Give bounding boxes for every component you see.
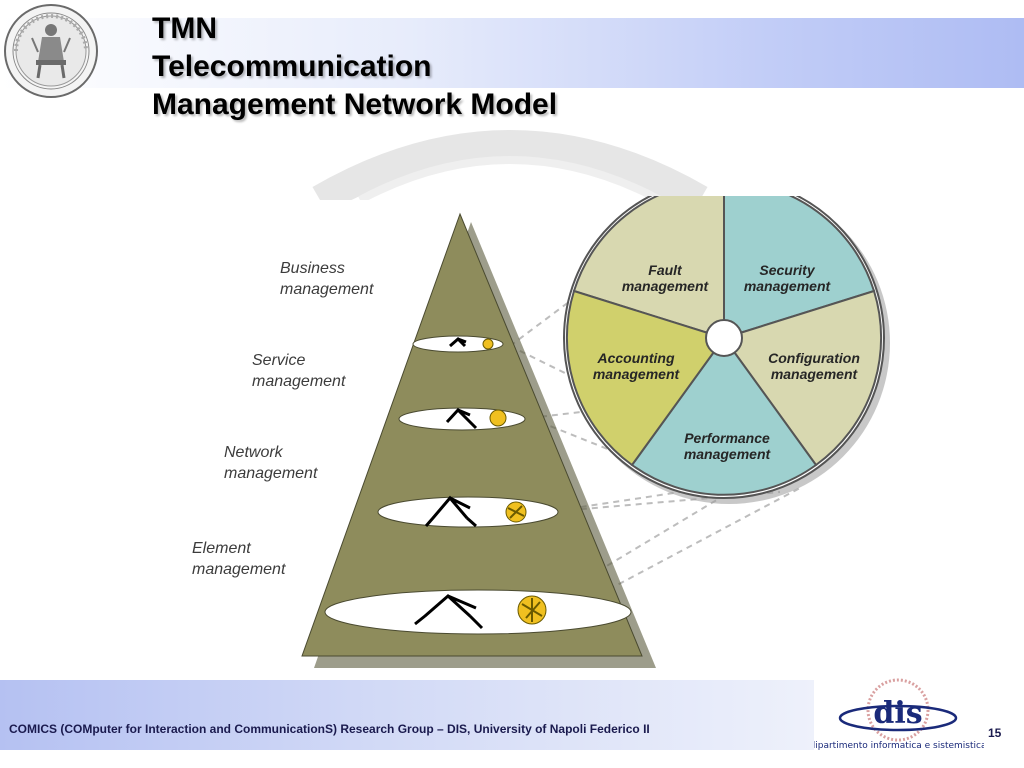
watermark-seal-icon	[300, 130, 720, 213]
wheel-label-line1: Accounting	[597, 350, 675, 366]
level-label-line1: Business	[280, 260, 345, 277]
title-line-2: Telecommunication	[152, 50, 432, 83]
level-label-line1: Element	[192, 540, 251, 557]
level-label-line2: management	[192, 561, 286, 578]
wheel-label-line2: management	[770, 366, 858, 382]
wheel-accounting-management: Accounting management	[576, 350, 696, 382]
network-element-slice	[377, 496, 559, 528]
element-base-slice	[324, 589, 632, 635]
dis-logo-icon: dis dipartimento informatica e sistemist…	[810, 678, 986, 751]
network-element-icon	[482, 338, 547, 625]
logo-mark: dis	[873, 696, 922, 731]
accounting-segment	[565, 289, 726, 467]
wheel-label-line2: management	[683, 446, 771, 462]
page-title: TMN Telecommunication Management Network…	[152, 10, 752, 124]
level-label-line2: management	[252, 373, 346, 390]
footer-credit: COMICS (COMputer for Interaction and Com…	[9, 722, 650, 736]
level-network-management: Network management	[224, 442, 317, 484]
wheel-fault-management: Fault management	[610, 262, 720, 294]
level-label-line1: Service	[252, 352, 306, 369]
wheel-label-line1: Configuration	[768, 350, 860, 366]
level-element-management: Element management	[192, 538, 285, 580]
configuration-segment	[722, 289, 883, 467]
level-label-line2: management	[224, 465, 318, 482]
title-band	[0, 18, 1024, 88]
wheel-label-line1: Fault	[648, 262, 682, 278]
wheel-label-line2: management	[621, 278, 709, 294]
wheel-label-line2: management	[592, 366, 680, 382]
network-tree-icon	[414, 336, 484, 630]
wheel-configuration-management: Configuration management	[754, 350, 874, 382]
wheel-performance-management: Performance management	[667, 430, 787, 462]
wheel-label-line1: Security	[759, 262, 815, 278]
title-line-1: TMN	[152, 12, 217, 45]
tmn-diagram: Business management Service management N…	[180, 196, 900, 676]
business-service-slice	[412, 335, 504, 353]
wheel-security-management: Security management	[732, 262, 842, 294]
logo-text: dipartimento informatica e sistemistica	[814, 741, 984, 750]
title-line-3: Management Network Model	[152, 88, 558, 121]
footer-band	[0, 680, 816, 750]
page-number: 15	[988, 726, 1002, 740]
level-label-line1: Network	[224, 444, 283, 461]
diagram-graphics	[301, 196, 890, 668]
level-label-line2: management	[280, 281, 374, 298]
performance-segment	[630, 336, 818, 496]
wheel-label-line1: Performance	[684, 430, 770, 446]
level-service-management: Service management	[252, 350, 345, 392]
level-business-management: Business management	[280, 258, 373, 300]
university-seal-icon	[2, 2, 100, 100]
wheel-label-line2: management	[743, 278, 831, 294]
